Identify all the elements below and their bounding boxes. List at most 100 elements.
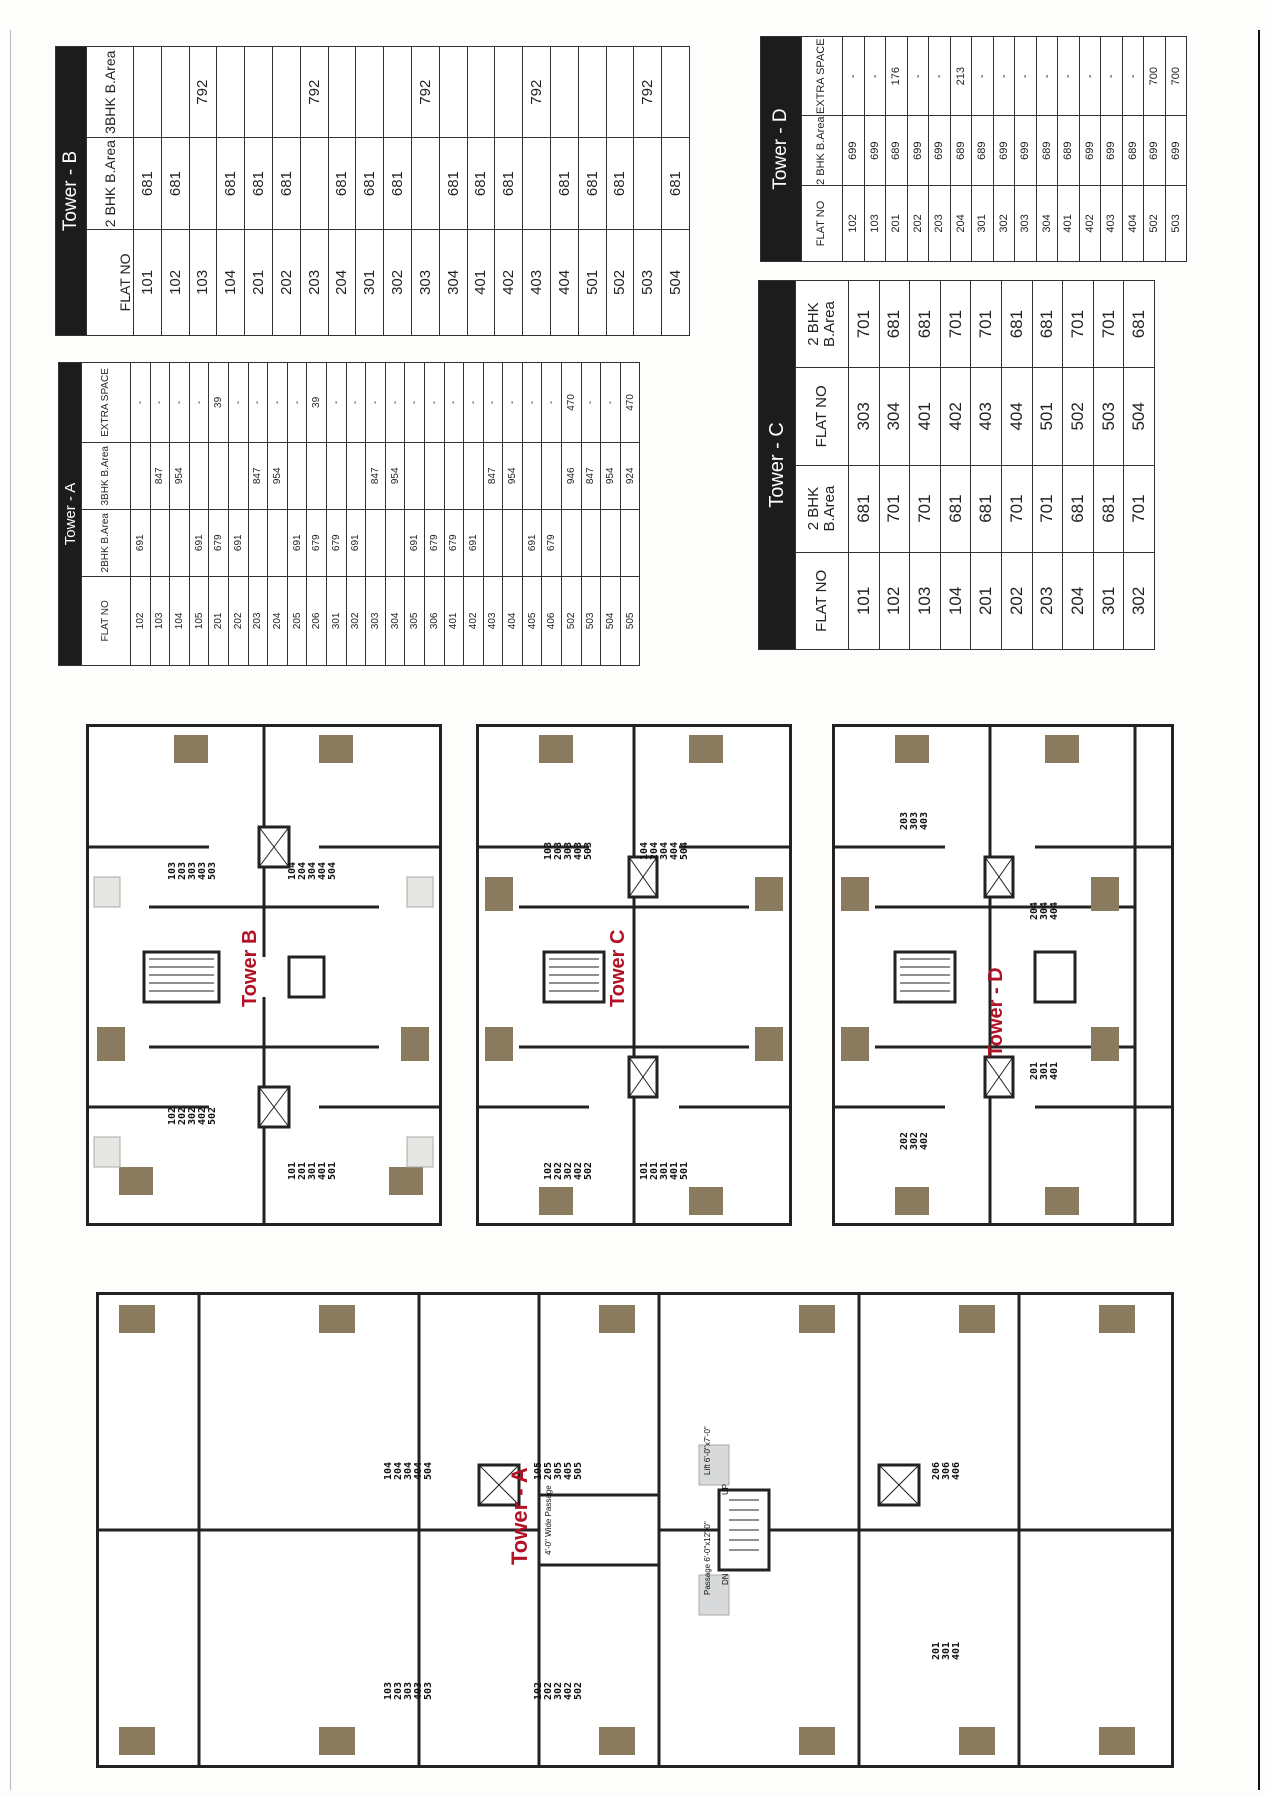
tower-c-header-2bhk-2: 2 BHK B.Area <box>795 280 849 368</box>
tower-a-table-cell: 691 <box>130 509 151 577</box>
tower-a-table-cell: - <box>502 362 523 443</box>
tower-b-table-cell: 681 <box>133 137 162 230</box>
tower-a-table-cell: - <box>541 362 562 443</box>
tower-a-table-cell: 305 <box>404 576 425 666</box>
tower-d-table-cell: 303 <box>1014 185 1036 262</box>
tower-a-table-cell: 404 <box>502 576 523 666</box>
tower-b-table-cell: 502 <box>606 229 634 336</box>
tower-b-area-table: Tower - B FLAT NO 2 BHK B.Area 3BHK B.Ar… <box>55 46 690 336</box>
tower-a-table-cell <box>169 509 190 577</box>
tower-a-floor-plan: Tower - A 4'-0" Wide Passage UP DN Passa… <box>96 1292 1174 1768</box>
tower-d-table-cell: - <box>1079 36 1101 116</box>
tower-b-table-cell: 681 <box>383 137 412 230</box>
tower-a-table-cell <box>561 509 582 577</box>
tower-d-table-cell: 699 <box>1079 115 1101 186</box>
tower-c-floor-plan: Tower C <box>476 724 792 1226</box>
tower-a-flats-104-504: 104 204 304 404 504 <box>383 1461 434 1480</box>
tower-b-table-cell <box>661 46 690 138</box>
tower-c-table-cell: 701 <box>1062 280 1094 368</box>
tower-b-table-cell <box>189 137 217 230</box>
tower-b-table-cell: 501 <box>578 229 607 336</box>
tower-b-table-cell: 302 <box>383 229 412 336</box>
tower-b-header-3bhk: 3BHK B.Area <box>86 46 134 138</box>
tower-d-table-cell: - <box>907 36 929 116</box>
tower-a-table-cell: 691 <box>463 509 484 577</box>
tower-b-table-cell: 204 <box>328 229 356 336</box>
tower-a-flats-201-401: 201 301 401 <box>931 1641 962 1660</box>
tower-a-table-cell: 104 <box>169 576 190 666</box>
tower-a-table-cell: 470 <box>620 362 640 443</box>
tower-a-table-cell: 503 <box>581 576 601 666</box>
tower-c-table-cell: 102 <box>879 552 910 650</box>
tower-a-table-cell: - <box>385 362 405 443</box>
tower-c-table-cell: 101 <box>848 552 880 650</box>
tower-d-table-cell: 201 <box>885 185 907 262</box>
tower-a-table-cell: 954 <box>385 442 405 510</box>
tower-d-table-cell: - <box>1014 36 1036 116</box>
tower-d-table-cell: 304 <box>1036 185 1058 262</box>
tower-c-table-cell: 201 <box>970 552 1002 650</box>
tower-a-table-cell: 847 <box>248 442 268 510</box>
tower-a-table-cell: 691 <box>228 509 249 577</box>
tower-b-table-cell: 681 <box>606 137 634 230</box>
tower-a-table-cell: 402 <box>463 576 484 666</box>
tower-a-table-cell: 39 <box>306 362 327 443</box>
tower-a-table-cell: 691 <box>189 509 209 577</box>
tower-a-table-cell: 406 <box>541 576 562 666</box>
tower-a-flats-103-503: 103 203 303 403 503 <box>383 1681 434 1700</box>
tower-b-table-cell: 402 <box>494 229 523 336</box>
tower-c-table-cell: 303 <box>848 367 880 466</box>
tower-a-table-cell <box>581 509 601 577</box>
tower-c-table-cell: 681 <box>909 280 941 368</box>
tower-c-table-cell: 103 <box>909 552 941 650</box>
tower-b-table-cell <box>328 46 356 138</box>
tower-b-table-cell: 102 <box>161 229 190 336</box>
tower-a-table-cell <box>189 442 209 510</box>
tower-b-table-cell <box>522 137 551 230</box>
tower-c-table-cell: 701 <box>1123 465 1155 553</box>
tower-d-table-cell: - <box>1036 36 1058 116</box>
tower-b-table-cell: 681 <box>550 137 579 230</box>
tower-b-header-2bhk: 2 BHK B.Area <box>86 137 134 230</box>
tower-c-table-cell: 701 <box>970 280 1002 368</box>
tower-a-table-cell: 679 <box>326 509 347 577</box>
tower-a-table-cell: 847 <box>483 442 503 510</box>
tower-d-table-cell: 689 <box>885 115 907 186</box>
tower-a-table-cell <box>267 509 288 577</box>
tower-b-flats-101-501: 101 201 301 401 501 <box>287 1161 338 1180</box>
tower-d-table-cell: 503 <box>1165 185 1187 262</box>
tower-c-flats-104-504: 104 204 304 404 504 <box>639 841 690 860</box>
tower-b-table-cell <box>439 46 468 138</box>
tower-b-table-cell: 301 <box>355 229 384 336</box>
tower-b-table-cell: 304 <box>439 229 468 336</box>
tower-b-table-cell: 681 <box>272 137 301 230</box>
tower-a-table-cell: 403 <box>483 576 503 666</box>
tower-d-table-cell: 689 <box>1122 115 1144 186</box>
tower-d-table-cell: 689 <box>971 115 993 186</box>
tower-c-table-cell: 203 <box>1032 552 1063 650</box>
tower-a-table-cell: - <box>581 362 601 443</box>
tower-b-table-cell <box>133 46 162 138</box>
tower-d-table-cell: 699 <box>907 115 929 186</box>
tower-a-table-cell <box>502 509 523 577</box>
tower-c-table-cell: 404 <box>1001 367 1033 466</box>
